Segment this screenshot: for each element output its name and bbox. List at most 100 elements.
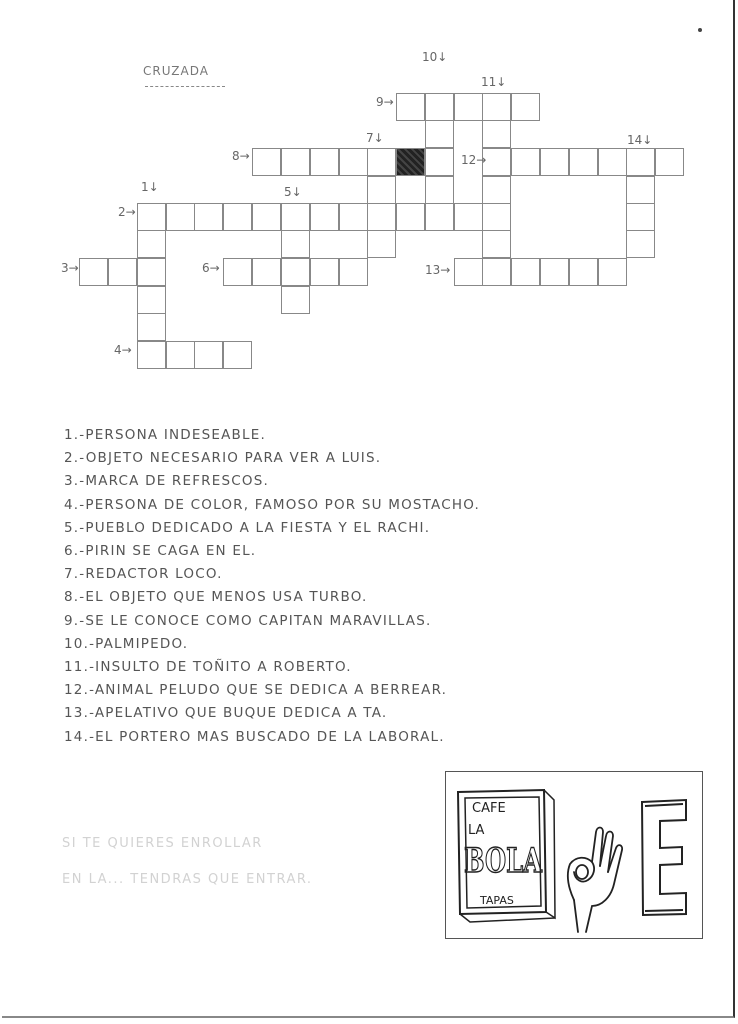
grid-cell bbox=[223, 341, 252, 369]
clue-item: 9.-SE LE CONOCE COMO CAPITAN MARAVILLAS. bbox=[64, 612, 432, 629]
grid-cell bbox=[482, 258, 511, 286]
clue-number-label: 8→ bbox=[232, 149, 250, 163]
page-title: CRUZADA bbox=[143, 64, 209, 78]
clue-number-label: 5↓ bbox=[284, 185, 302, 199]
clue-item: 8.-EL OBJETO QUE MENOS USA TURBO. bbox=[64, 589, 368, 606]
grid-cell bbox=[425, 120, 454, 148]
title-underline bbox=[145, 86, 225, 87]
grid-cell bbox=[396, 148, 425, 176]
grid-cell bbox=[223, 258, 252, 286]
grid-cell bbox=[396, 93, 425, 121]
clue-item: 6.-PIRIN SE CAGA EN EL. bbox=[64, 543, 257, 560]
clue-item: 11.-INSULTO DE TOÑITO A ROBERTO. bbox=[64, 659, 352, 676]
grid-cell bbox=[569, 148, 598, 176]
big-e-letter bbox=[640, 798, 687, 917]
clue-number-label: 6→ bbox=[202, 261, 220, 275]
grid-cell bbox=[482, 93, 511, 121]
grid-cell bbox=[482, 148, 511, 176]
grid-cell bbox=[194, 203, 223, 231]
grid-cell bbox=[137, 286, 166, 314]
clue-number-label: 9→ bbox=[376, 95, 394, 109]
grid-cell bbox=[281, 286, 310, 314]
grid-cell bbox=[655, 148, 684, 176]
clue-item: 13.-APELATIVO QUE BUQUE DEDICA A TA. bbox=[64, 705, 388, 722]
grid-cell bbox=[310, 203, 339, 231]
grid-cell bbox=[482, 176, 511, 204]
ok-hand-icon bbox=[567, 826, 624, 933]
grid-cell bbox=[367, 176, 396, 204]
grid-cell bbox=[252, 203, 281, 231]
grid-cell bbox=[339, 203, 368, 231]
grid-cell bbox=[137, 230, 166, 258]
grid-cell bbox=[223, 203, 252, 231]
grid-cell bbox=[482, 203, 511, 231]
grid-cell bbox=[367, 230, 396, 258]
grid-cell bbox=[454, 93, 483, 121]
grid-cell bbox=[511, 258, 540, 286]
grid-cell bbox=[166, 341, 195, 369]
grid-cell bbox=[281, 230, 310, 258]
grid-cell bbox=[626, 148, 655, 176]
grid-cell bbox=[425, 93, 454, 121]
grid-cell bbox=[310, 258, 339, 286]
clue-number-label: 2→ bbox=[118, 205, 136, 219]
grid-cell bbox=[252, 258, 281, 286]
grid-cell bbox=[339, 148, 368, 176]
grid-cell bbox=[194, 341, 223, 369]
grid-cell bbox=[454, 258, 483, 286]
clue-item: 4.-PERSONA DE COLOR, FAMOSO POR SU MOSTA… bbox=[64, 496, 481, 513]
grid-cell bbox=[626, 203, 655, 231]
grid-cell bbox=[598, 148, 627, 176]
grid-cell bbox=[137, 341, 166, 369]
grid-cell bbox=[425, 176, 454, 204]
clue-item: 2.-OBJETO NECESARIO PARA VER A LUIS. bbox=[64, 450, 382, 467]
grid-cell bbox=[367, 203, 396, 231]
grid-cell bbox=[79, 258, 108, 286]
cafe-la-bola-logo: CAFE LA BOLA TAPAS bbox=[445, 771, 703, 939]
grid-cell bbox=[108, 258, 137, 286]
grid-cell bbox=[281, 258, 310, 286]
grid-cell bbox=[425, 203, 454, 231]
grid-cell bbox=[137, 258, 166, 286]
clue-item: 12.-ANIMAL PELUDO QUE SE DEDICA A BERREA… bbox=[64, 682, 448, 699]
grid-cell bbox=[626, 230, 655, 258]
grid-cell bbox=[137, 313, 166, 341]
clue-item: 5.-PUEBLO DEDICADO A LA FIESTA Y EL RACH… bbox=[64, 519, 431, 536]
grid-cell bbox=[137, 203, 166, 231]
grid-cell bbox=[482, 230, 511, 258]
grid-cell bbox=[252, 148, 281, 176]
logo-bola-text: BOLA bbox=[464, 841, 542, 881]
grid-cell bbox=[598, 258, 627, 286]
grid-cell bbox=[339, 258, 368, 286]
crossword-grid: 1↓2→3→4→5↓6→7↓8→9→10↓11↓12→13→14↓ bbox=[0, 0, 738, 400]
clue-item: 10.-PALMIPEDO. bbox=[64, 635, 189, 652]
grid-cell bbox=[454, 203, 483, 231]
clue-list: 1.-PERSONA INDESEABLE. 2.-OBJETO NECESAR… bbox=[64, 424, 480, 749]
clue-number-label: 12→ bbox=[461, 153, 487, 167]
logo-tapas-text: TAPAS bbox=[479, 894, 514, 907]
clue-number-label: 7↓ bbox=[366, 131, 384, 145]
logo-drawing: CAFE LA BOLA TAPAS bbox=[456, 788, 687, 933]
grid-cell bbox=[540, 258, 569, 286]
grid-cell bbox=[511, 148, 540, 176]
clue-item: 1.-PERSONA INDESEABLE. bbox=[64, 427, 266, 443]
clue-number-label: 3→ bbox=[61, 261, 79, 275]
clue-number-label: 13→ bbox=[425, 263, 451, 277]
grid-cell bbox=[511, 93, 540, 121]
grid-cell bbox=[540, 148, 569, 176]
clue-number-label: 11↓ bbox=[481, 75, 507, 89]
grid-cell bbox=[281, 203, 310, 231]
grid-cell bbox=[425, 148, 454, 176]
clue-item: 3.-MARCA DE REFRESCOS. bbox=[64, 473, 269, 490]
logo-cafe-text: CAFE bbox=[472, 801, 506, 816]
grid-cell bbox=[569, 258, 598, 286]
clue-number-label: 10↓ bbox=[422, 50, 448, 64]
grid-cell bbox=[626, 176, 655, 204]
grid-cell bbox=[482, 120, 511, 148]
speck bbox=[698, 28, 702, 32]
logo-la-text: LA bbox=[468, 823, 485, 838]
faded-text-line-1: SI TE QUIERES ENROLLAR bbox=[62, 836, 263, 851]
clue-item: 14.-EL PORTERO MAS BUSCADO DE LA LABORAL… bbox=[64, 728, 445, 745]
clue-item: 7.-REDACTOR LOCO. bbox=[64, 566, 223, 583]
clue-number-label: 1↓ bbox=[141, 180, 159, 194]
